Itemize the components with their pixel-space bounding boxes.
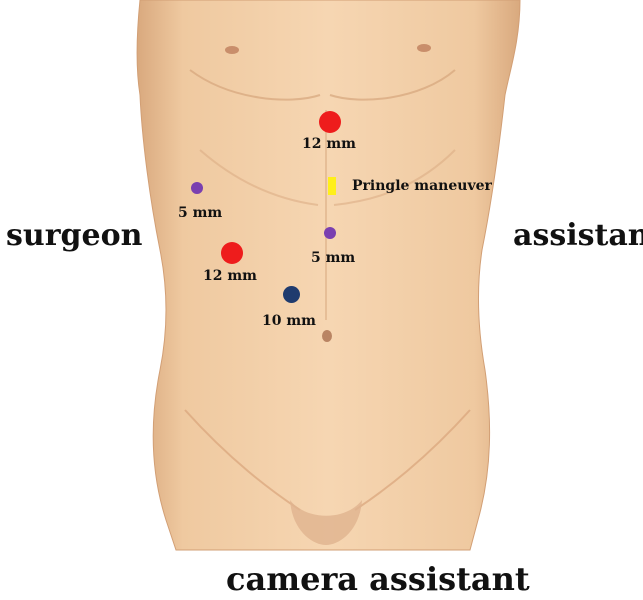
- left-nipple: [225, 46, 239, 54]
- port-12mm-upper-marker: [319, 111, 341, 133]
- port-12mm-left-marker: [221, 242, 243, 264]
- right-nipple: [417, 44, 431, 52]
- surgeon-label: surgeon: [6, 218, 142, 253]
- port-12mm-upper-label: 12 mm: [302, 136, 356, 152]
- pringle-maneuver-marker: [328, 177, 336, 195]
- port-12mm-left-label: 12 mm: [203, 268, 257, 284]
- camera-assistant-label: camera assistant: [226, 560, 530, 598]
- assistant-label: assistant: [513, 218, 643, 253]
- port-10mm-camera-label: 10 mm: [262, 313, 316, 329]
- umbilicus: [322, 330, 332, 342]
- port-5mm-right-label: 5 mm: [311, 250, 355, 266]
- port-5mm-right-marker: [324, 227, 336, 239]
- torso-shape: [137, 0, 520, 550]
- pringle-maneuver-label: Pringle maneuver: [352, 178, 492, 194]
- port-5mm-left-marker: [191, 182, 203, 194]
- port-10mm-camera-marker: [283, 286, 300, 303]
- port-5mm-left-label: 5 mm: [178, 205, 222, 221]
